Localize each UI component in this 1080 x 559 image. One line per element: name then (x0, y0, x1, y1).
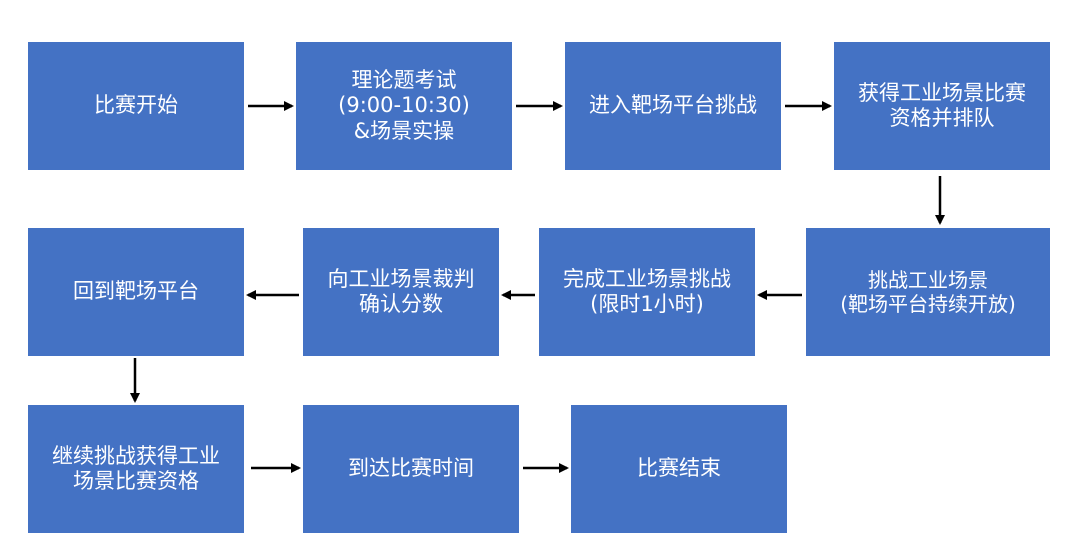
step-competition-end: 比赛结束 (571, 405, 787, 533)
step-return-to-range: 回到靶场平台 (28, 228, 244, 356)
step-label: (9:00-10:30) (338, 93, 470, 118)
step-continue-challenge: 继续挑战获得工业 场景比赛资格 (28, 405, 244, 533)
step-label: 资格并排队 (889, 106, 995, 130)
step-label: 向工业场景裁判 (327, 266, 475, 291)
step-label: 理论题考试 (351, 68, 457, 93)
step-label: &场景实操 (353, 118, 455, 143)
step-label: 场景比赛资格 (73, 469, 199, 493)
step-label: 确认分数 (359, 292, 443, 316)
step-label: 完成工业场景挑战 (563, 266, 731, 291)
step-label: 进入靶场平台挑战 (589, 93, 757, 118)
step-label: (靶场平台持续开放) (840, 292, 1016, 316)
step-label: 比赛结束 (637, 456, 721, 481)
step-reach-time: 到达比赛时间 (303, 405, 519, 533)
step-label: 比赛开始 (94, 93, 178, 118)
step-label: 挑战工业场景 (868, 268, 988, 292)
step-label: 获得工业场景比赛 (858, 80, 1026, 105)
step-label: 到达比赛时间 (348, 456, 474, 481)
step-label: 回到靶场平台 (73, 279, 199, 304)
step-label: (限时1小时) (590, 292, 704, 316)
step-label: 继续挑战获得工业 (52, 443, 220, 468)
step-theory-exam: 理论题考试 (9:00-10:30) &场景实操 (296, 42, 512, 170)
step-enter-range: 进入靶场平台挑战 (565, 42, 781, 170)
step-confirm-score: 向工业场景裁判 确认分数 (303, 228, 499, 356)
step-industrial-challenge: 挑战工业场景 (靶场平台持续开放) (806, 228, 1050, 356)
step-qualify-and-queue: 获得工业场景比赛 资格并排队 (834, 42, 1050, 170)
step-complete-challenge: 完成工业场景挑战 (限时1小时) (539, 228, 755, 356)
step-competition-start: 比赛开始 (28, 42, 244, 170)
